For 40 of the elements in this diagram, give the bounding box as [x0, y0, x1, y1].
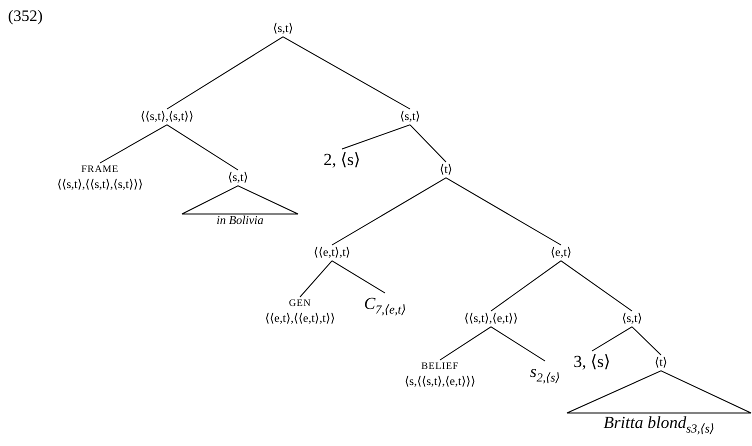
tree-branch	[166, 36, 284, 110]
type-label: ⟨⟨s,t⟩,⟨e,t⟩⟩	[464, 312, 518, 326]
tree-branch	[342, 124, 410, 150]
operator-name: FRAME	[81, 164, 119, 176]
type-label: ⟨⟨e,t⟩,t⟩	[314, 246, 350, 260]
tree-branch	[632, 326, 662, 356]
type-label: ⟨⟨s,t⟩,⟨s,t⟩⟩	[140, 110, 194, 124]
tree-branch	[332, 260, 386, 294]
tree-branch	[490, 260, 562, 312]
tree-branch	[300, 260, 332, 298]
example-number: (352)	[8, 8, 43, 26]
tree-branch	[560, 260, 632, 312]
triangle-branch	[566, 370, 752, 414]
tree-branch	[100, 124, 168, 164]
tree-branch	[282, 36, 410, 110]
type-label: ⟨s,t⟩	[272, 22, 294, 36]
type-label: C$_{7,⟨e,t⟩}$	[364, 294, 406, 316]
triangle-branch	[182, 185, 298, 214]
tree-branch	[332, 177, 446, 246]
type-label: ⟨t⟩	[440, 163, 452, 177]
tree-branch	[490, 326, 546, 362]
tree-branch	[440, 326, 492, 360]
operator-name: BELIEF	[421, 361, 459, 372]
operator-name: GEN	[288, 298, 312, 310]
type-label: ⟨t⟩	[654, 356, 668, 370]
type-label: ⟨⟨s,t⟩,⟨⟨s,t⟩,⟨s,t⟩⟩⟩	[57, 178, 143, 192]
type-label: 2, ⟨s⟩	[324, 150, 360, 170]
type-label: ⟨e,t⟩	[550, 246, 572, 260]
type-label: ⟨⟨e,t⟩,⟨⟨e,t⟩,t⟩⟩	[264, 312, 336, 326]
tree-branch	[166, 124, 238, 170]
terminal-phrase: in Bolivia	[182, 214, 298, 228]
type-label: s$_{2,⟨s⟩}$	[530, 362, 560, 384]
type-label: ⟨s,t⟩	[228, 171, 248, 185]
type-label: 3, ⟨s⟩	[574, 352, 610, 372]
tree-branch	[410, 124, 446, 162]
tree-branch	[592, 326, 632, 352]
tree-branch	[446, 177, 562, 246]
type-label: ⟨s,t⟩	[400, 110, 420, 124]
type-label: ⟨s,t⟩	[622, 312, 642, 326]
type-label: ⟨s,⟨⟨s,t⟩,⟨e,t⟩⟩⟩	[404, 374, 476, 388]
